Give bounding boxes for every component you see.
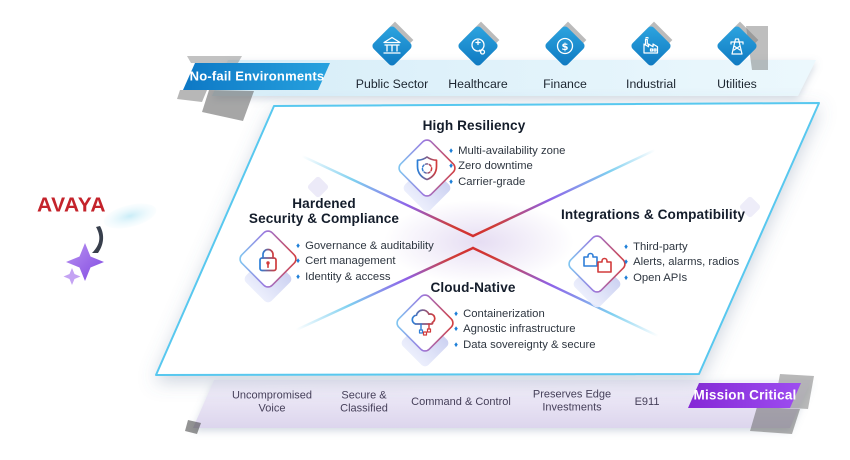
list-item: Third-party [624,239,739,255]
center-glow [384,200,574,284]
bullet-diamond-icon [624,243,628,251]
no-fail-badge-shape [183,63,330,90]
bullet-diamond-icon [449,162,453,170]
quadrant-title-cloud-native: Cloud-Native [430,280,516,295]
badge-shadow [187,56,242,63]
cloud-native-bullets: Containerization Agnostic infrastructure… [454,306,596,353]
shield-check-icon [398,139,456,212]
sector-label-public-sector: Public Sector [355,77,429,91]
badge-shadow [177,90,207,102]
top-band [212,60,816,96]
title-line-1: Hardened [292,196,356,211]
bullet-diamond-icon [454,325,458,333]
bullet-diamond-icon [454,310,458,318]
bullet-diamond-icon [624,258,628,266]
list-item: Governance & auditability [296,238,434,254]
padlock-icon [239,230,297,303]
bullet-diamond-icon [296,257,300,265]
bullet-text: Carrier-grade [458,175,526,188]
stethoscope-icon [458,21,500,66]
factory-icon [631,21,673,66]
bullet-text: Containerization [463,307,545,320]
bullet-text: Open APIs [633,271,688,284]
bullet-text: Identity & access [305,270,391,283]
bullet-text: Third-party [633,240,688,253]
item-line-2: Classified [340,402,388,414]
badge-shadow [202,90,254,121]
bullet-text: Cert management [305,255,396,268]
list-item: Open APIs [624,270,739,286]
bullet-text: Data sovereignty & secure [463,338,596,351]
bank-icon [372,21,414,66]
integrations-bullets: Third-party Alerts, alarms, radios Open … [624,239,739,286]
mission-critical-badge: Mission Critical [693,387,797,403]
title-line-2: Security & Compliance [248,211,400,226]
list-item: Data sovereignty & secure [454,337,596,353]
bullet-diamond-icon [296,273,300,281]
cyan-blob-decoration [103,203,157,229]
list-item: Multi-availability zone [449,143,565,159]
badge-shadow [750,407,800,434]
sector-label-healthcare: Healthcare [448,77,508,91]
bullet-diamond-icon [449,178,453,186]
sector-label-utilities: Utilities [717,77,757,91]
list-item: Identity & access [296,269,434,285]
bottom-item-secure-classified: Secure & Classified [340,390,388,415]
item-line-2: Investments [542,401,602,413]
quadrant-title-integrations: Integrations & Compatibility [560,207,746,222]
item-line-1: E911 [634,395,660,408]
purple-sparkle-icon [66,243,104,281]
item-line-2: Voice [258,402,286,414]
power-tower-icon [717,21,759,66]
item-line-1: Preserves Edge [532,388,612,401]
bullet-diamond-icon [296,242,300,250]
quadrant-title-hardened-security: Hardened Security & Compliance [249,196,399,226]
sector-label-industrial: Industrial [626,77,676,91]
dollar-coin-icon: $ [545,21,587,66]
bottom-item-preserves-edge: Preserves Edge Investments [533,389,611,414]
bottom-item-command-control: Command & Control [411,396,511,409]
bullet-diamond-icon [624,274,628,282]
list-item: Alerts, alarms, radios [624,255,739,271]
no-fail-environments-badge: No-fail Environments [189,68,325,84]
bottom-item-e911: E911 [635,396,660,409]
cloud-network-icon [396,294,454,367]
security-bullets: Governance & auditability Cert managemen… [296,238,434,285]
item-line-1: Uncompromised [231,389,313,402]
item-line-1: Secure & [341,389,387,402]
list-item: Cert management [296,254,434,270]
bullet-text: Multi-availability zone [458,144,566,157]
mission-critical-badge-shape [688,383,801,408]
bullet-diamond-icon [454,341,458,349]
decor-diamond [307,176,329,198]
avaya-logo: AVAYA [37,194,107,217]
list-item: Containerization [454,306,596,322]
bullet-text: Agnostic infrastructure [463,323,576,336]
sector-label-finance: Finance [543,77,587,91]
item-line-1: Command & Control [411,395,511,408]
bullet-diamond-icon [449,147,453,155]
quadrant-title-high-resiliency: High Resiliency [422,118,526,133]
dollar-glyph: $ [562,42,569,53]
decor-diamond [739,196,761,218]
bullet-text: Governance & auditability [305,239,434,252]
bullet-text: Alerts, alarms, radios [633,256,740,269]
bullet-text: Zero downtime [458,160,533,173]
puzzle-icon [568,235,626,308]
bottom-band [193,380,811,428]
list-item: Zero downtime [449,159,565,175]
list-item: Carrier-grade [449,174,565,190]
list-item: Agnostic infrastructure [454,322,596,338]
purple-sparkle-small-icon [63,268,81,285]
bottom-item-uncompromised-voice: Uncompromised Voice [232,390,312,415]
x-divider-lines [294,148,660,338]
high-resiliency-bullets: Multi-availability zone Zero downtime Ca… [449,143,565,190]
band-shadow [185,420,201,434]
dark-sliver-decoration [92,226,104,253]
